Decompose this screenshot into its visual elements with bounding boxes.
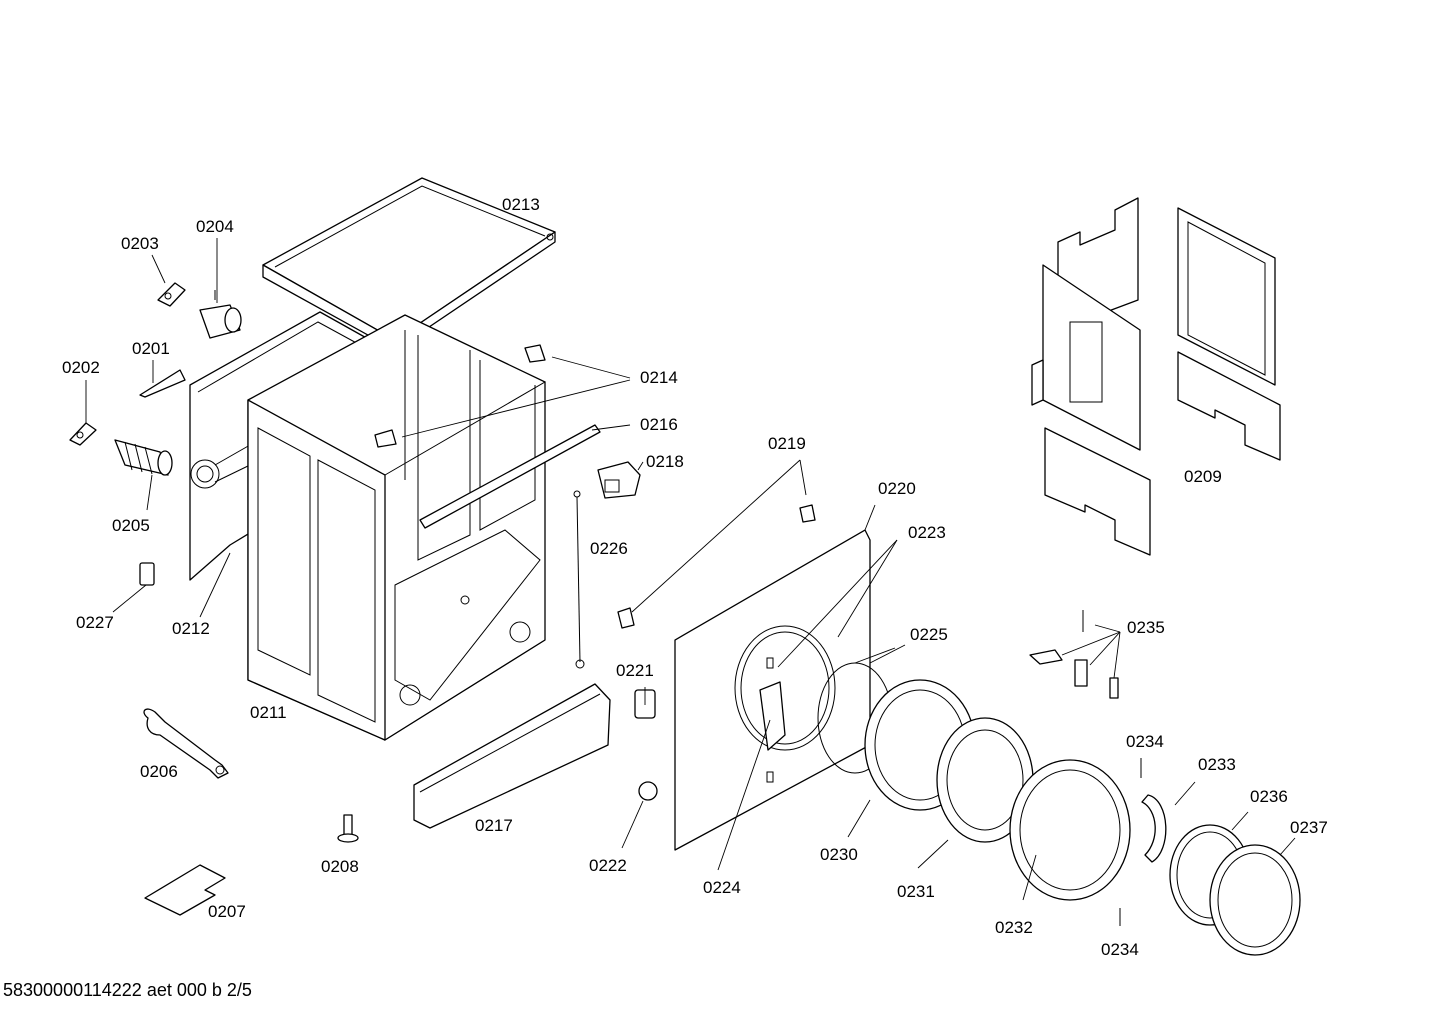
part-0211-cabinet — [247, 314, 546, 741]
part-0209-insulation-set — [1031, 197, 1281, 556]
part-0218-door-lock — [597, 461, 641, 499]
part-0217-fascia — [413, 683, 611, 829]
leader-lines — [85, 238, 1296, 901]
part-labels: 0213 0203 0204 0201 0202 0214 0216 0218 … — [62, 195, 1328, 959]
part-0219-clip — [799, 504, 816, 523]
label-0230: 0230 — [820, 845, 858, 864]
label-0233: 0233 — [1198, 755, 1236, 774]
label-0218: 0218 — [646, 452, 684, 471]
label-0214: 0214 — [640, 368, 678, 387]
label-0202: 0202 — [62, 358, 100, 377]
label-0234-top: 0234 — [1126, 732, 1164, 751]
label-0203: 0203 — [121, 234, 159, 253]
drawing-reference-code: 58300000114222 aet 000 b 2/5 — [3, 980, 252, 1000]
part-0237-inner-ring — [1209, 844, 1301, 956]
label-0207: 0207 — [208, 902, 246, 921]
label-0231: 0231 — [897, 882, 935, 901]
part-0204-pump-fitting — [199, 290, 242, 339]
label-0234-bottom: 0234 — [1101, 940, 1139, 959]
part-0202-clip — [69, 422, 97, 446]
part-0227-latch — [139, 562, 155, 586]
part-0214-brackets — [374, 344, 546, 448]
label-0213: 0213 — [502, 195, 540, 214]
label-0226: 0226 — [590, 539, 628, 558]
label-0221: 0221 — [616, 661, 654, 680]
label-0216: 0216 — [640, 415, 678, 434]
part-0203-clip — [157, 282, 186, 307]
part-0208-foot — [337, 814, 359, 843]
part-0220-front-panel — [674, 529, 871, 851]
part-0232-outer-ring — [1009, 759, 1131, 901]
label-0212: 0212 — [172, 619, 210, 638]
part-0234-pins — [1119, 758, 1142, 926]
label-0227: 0227 — [76, 613, 114, 632]
label-0209: 0209 — [1184, 467, 1222, 486]
label-0225: 0225 — [910, 625, 948, 644]
label-0205: 0205 — [112, 516, 150, 535]
part-0213-top-cover — [262, 177, 556, 351]
label-0220: 0220 — [878, 479, 916, 498]
label-0206: 0206 — [140, 762, 178, 781]
label-0204: 0204 — [196, 217, 234, 236]
label-0232: 0232 — [995, 918, 1033, 937]
label-0222: 0222 — [589, 856, 627, 875]
label-0235: 0235 — [1127, 618, 1165, 637]
part-0207-plate — [144, 864, 226, 916]
part-0222-knob — [638, 781, 658, 801]
label-0217: 0217 — [475, 816, 513, 835]
part-0201-bracket — [139, 369, 186, 398]
label-0219: 0219 — [768, 434, 806, 453]
label-0223: 0223 — [908, 523, 946, 542]
part-0233-handle — [1141, 794, 1167, 863]
label-0208: 0208 — [321, 857, 359, 876]
part-0235-hinge-set — [1029, 610, 1119, 699]
label-0201: 0201 — [132, 339, 170, 358]
label-0237: 0237 — [1290, 818, 1328, 837]
label-0236: 0236 — [1250, 787, 1288, 806]
part-0226-cable — [573, 490, 585, 669]
part-0205-valve — [114, 439, 173, 476]
part-0216-cross-rail — [419, 424, 601, 529]
part-0219b-clip — [617, 607, 635, 629]
label-0211: 0211 — [250, 703, 287, 722]
label-0224: 0224 — [703, 878, 741, 897]
part-0206-wrench — [143, 708, 229, 779]
